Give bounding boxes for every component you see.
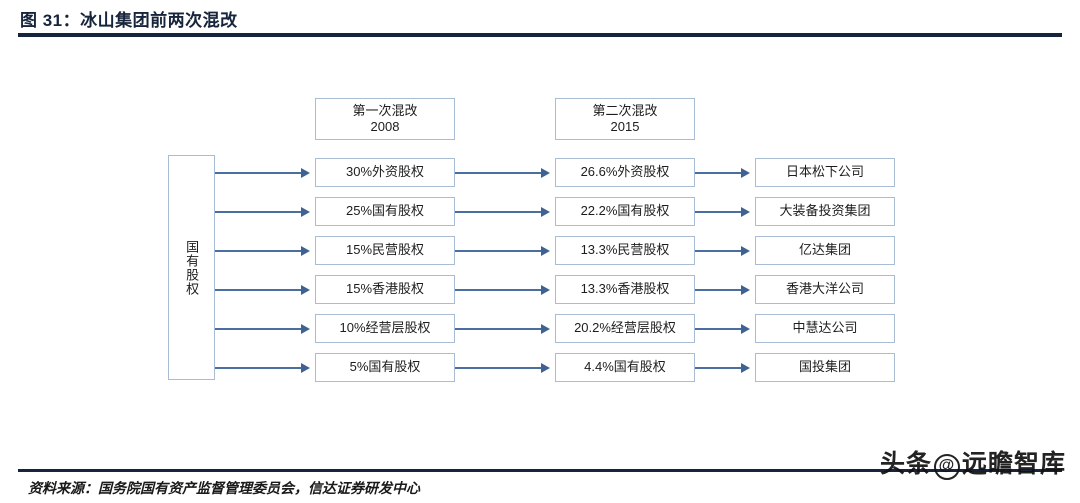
arrow-row-3-second-to-holder-icon <box>741 246 750 256</box>
page-title: 图 31：冰山集团前两次混改 <box>20 11 238 30</box>
connector-root-to-row-1 <box>215 172 301 174</box>
arrow-row-5-first-to-second-icon <box>541 324 550 334</box>
watermark-right-text: 远瞻智库 <box>961 450 1066 478</box>
title-divider <box>18 33 1062 37</box>
header-first-reform-title: 第一次混改 <box>352 102 418 118</box>
root-node-label: 国有股权 <box>184 239 200 296</box>
arrow-root-to-row-2-icon <box>301 207 310 217</box>
source-note: 资料来源：国务院国有资产监督管理委员会，信达证券研发中心 <box>28 482 420 497</box>
holder-row-6: 国投集团 <box>755 353 895 382</box>
connector-row-4-second-to-holder <box>695 289 741 291</box>
connector-root-to-row-5 <box>215 328 301 330</box>
connector-root-to-row-4 <box>215 289 301 291</box>
arrow-row-6-first-to-second-icon <box>541 363 550 373</box>
watermark-left-text: 头条 <box>879 450 932 478</box>
root-node-state-owned-equity: 国有股权 <box>168 155 215 380</box>
connector-row-4-first-to-second <box>455 289 541 291</box>
arrow-row-4-first-to-second-icon <box>541 285 550 295</box>
column-header-first-reform: 第一次混改 2008 <box>315 98 455 140</box>
column-header-second-reform: 第二次混改 2015 <box>555 98 695 140</box>
watermark-at-icon: @ <box>933 454 960 480</box>
connector-row-6-first-to-second <box>455 367 541 369</box>
second-reform-row-4: 13.3%香港股权 <box>555 275 695 304</box>
connector-row-6-second-to-holder <box>695 367 741 369</box>
arrow-row-1-second-to-holder-icon <box>741 168 750 178</box>
holder-row-4: 香港大洋公司 <box>755 275 895 304</box>
arrow-row-6-second-to-holder-icon <box>741 363 750 373</box>
header-second-reform-title: 第二次混改 <box>592 102 658 118</box>
connector-row-2-second-to-holder <box>695 211 741 213</box>
holder-row-1: 日本松下公司 <box>755 158 895 187</box>
org-structure-diagram: 第一次混改 2008 第二次混改 2015 国有股权 30%外资股权 26.6%… <box>0 40 1080 460</box>
connector-root-to-row-3 <box>215 250 301 252</box>
arrow-row-2-second-to-holder-icon <box>741 207 750 217</box>
first-reform-row-3: 15%民营股权 <box>315 236 455 265</box>
second-reform-row-2: 22.2%国有股权 <box>555 197 695 226</box>
first-reform-row-2: 25%国有股权 <box>315 197 455 226</box>
second-reform-row-1: 26.6%外资股权 <box>555 158 695 187</box>
header-first-reform-year: 2008 <box>370 119 400 134</box>
second-reform-row-6: 4.4%国有股权 <box>555 353 695 382</box>
holder-row-3: 亿达集团 <box>755 236 895 265</box>
first-reform-row-5: 10%经营层股权 <box>315 314 455 343</box>
connector-row-1-first-to-second <box>455 172 541 174</box>
arrow-root-to-row-4-icon <box>301 285 310 295</box>
second-reform-row-3: 13.3%民营股权 <box>555 236 695 265</box>
connector-root-to-row-6 <box>215 367 301 369</box>
watermark: 头条@远瞻智库 <box>880 444 1066 480</box>
connector-row-3-first-to-second <box>455 250 541 252</box>
arrow-root-to-row-6-icon <box>301 363 310 373</box>
connector-root-to-row-2 <box>215 211 301 213</box>
footer-divider <box>18 469 1062 472</box>
arrow-root-to-row-3-icon <box>301 246 310 256</box>
arrow-root-to-row-5-icon <box>301 324 310 334</box>
arrow-row-3-first-to-second-icon <box>541 246 550 256</box>
connector-row-5-second-to-holder <box>695 328 741 330</box>
first-reform-row-1: 30%外资股权 <box>315 158 455 187</box>
connector-row-2-first-to-second <box>455 211 541 213</box>
holder-row-5: 中慧达公司 <box>755 314 895 343</box>
arrow-root-to-row-1-icon <box>301 168 310 178</box>
arrow-row-1-first-to-second-icon <box>541 168 550 178</box>
arrow-row-2-first-to-second-icon <box>541 207 550 217</box>
first-reform-row-6: 5%国有股权 <box>315 353 455 382</box>
second-reform-row-5: 20.2%经营层股权 <box>555 314 695 343</box>
connector-row-1-second-to-holder <box>695 172 741 174</box>
connector-row-5-first-to-second <box>455 328 541 330</box>
holder-row-2: 大装备投资集团 <box>755 197 895 226</box>
arrow-row-4-second-to-holder-icon <box>741 285 750 295</box>
connector-row-3-second-to-holder <box>695 250 741 252</box>
first-reform-row-4: 15%香港股权 <box>315 275 455 304</box>
header-second-reform-year: 2015 <box>610 119 640 134</box>
arrow-row-5-second-to-holder-icon <box>741 324 750 334</box>
